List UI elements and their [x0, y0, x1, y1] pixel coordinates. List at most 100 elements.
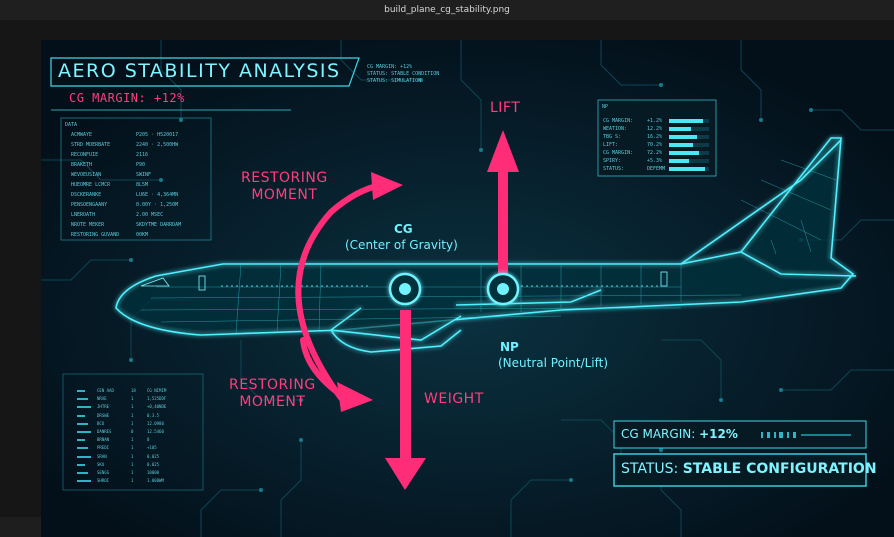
bottom-row-marker [77, 463, 85, 466]
bottom-row-marker [77, 390, 85, 392]
bottom-row-cell: 0.025 [147, 453, 160, 459]
cg-label: CG [394, 222, 413, 236]
bottom-row-cell: NRXE [97, 396, 107, 402]
bottom-row-cell: PREDI [97, 445, 110, 451]
restoring-bottom-line-1: RESTORING [229, 377, 316, 393]
stat-label: TBG S: [603, 134, 622, 140]
bottom-row-marker [77, 447, 88, 450]
data-row-value: 2240 · 2,500HW [136, 142, 179, 148]
stat-value: DEFEMM [647, 166, 666, 172]
bottom-row-cell: 1,525DDF [147, 396, 167, 402]
bottom-row-cell: 1 [131, 478, 134, 484]
bottom-row-cell: DRSWE [97, 412, 110, 418]
data-row-label: RECONFUIE [71, 152, 99, 158]
bottom-row-cell: 12.0980 [147, 420, 164, 426]
bottom-row-marker [77, 480, 91, 483]
bottom-row-cell: 1.008WM [147, 478, 164, 484]
restoring-bottom-arrowhead [337, 382, 373, 412]
bottom-row-cell: DANRES [97, 429, 112, 434]
stat-bar-fill [669, 159, 689, 163]
stat-label: SPIRY: [603, 158, 622, 164]
bottom-row-cell: CG NIMIM [147, 388, 167, 393]
stat-bar-track [669, 127, 709, 131]
bottom-row-cell: +105 [147, 445, 157, 451]
bottom-row-cell: 0 [131, 429, 134, 434]
stat-bar-track [669, 143, 709, 147]
stat-value: 12.2% [647, 126, 663, 132]
bottom-row-cell: +0,40NDE [147, 404, 167, 410]
bottom-row-cell: 1 [131, 420, 134, 426]
stat-bar-track [669, 135, 709, 139]
data-row-label: HUEOMRE LCMCR [71, 182, 111, 188]
stat-bar-track [669, 167, 709, 171]
status-readout-value: STABLE CONFIGURATION [682, 461, 877, 477]
lift-label: LIFT [490, 100, 521, 116]
bottom-row-cell: 1 [131, 404, 134, 410]
infographic-graphics [41, 40, 894, 537]
stat-bar-fill [669, 151, 699, 155]
stat-value: 72.2% [647, 150, 663, 156]
header-note-3: STATUS: SIMULATION [367, 78, 422, 84]
data-row-value: 2116 [136, 152, 149, 158]
title-frame [50, 57, 360, 87]
weight-arrow [385, 310, 426, 490]
bottom-row-marker [77, 406, 91, 409]
bottom-row-cell: 1 [131, 445, 134, 451]
data-row-value: SKDYTME DARRDAM [136, 222, 182, 228]
stat-label: WEATION: [603, 126, 628, 132]
bottom-row-cell: BCU [97, 420, 105, 426]
bottom-row-cell: 18 [131, 388, 136, 393]
stat-value: +5.3% [647, 158, 663, 164]
restoring-top-arrowhead [371, 172, 403, 200]
stat-bar-track [669, 159, 709, 163]
stat-value: 70.2% [647, 142, 663, 148]
data-row-label: PENSOENGAANY [71, 202, 108, 208]
data-row-value: 0.00Y · 1,250M [136, 202, 179, 208]
bottom-row-marker [77, 398, 88, 401]
stat-value: +1.2% [647, 118, 663, 124]
bottom-row-cell: 1 [131, 461, 134, 467]
data-row-label: RESTORING GUVAND [71, 232, 120, 238]
page-title: AERO STABILITY ANALYSIS [58, 60, 341, 82]
bottom-row-cell: 0 [147, 437, 150, 443]
data-row-label: STRD MOERBATE [71, 142, 111, 148]
cg-margin-panel-frame [613, 420, 867, 449]
fuselage-windows [140, 271, 668, 291]
bottom-row-cell: 12.5460 [147, 429, 164, 434]
stat-bar-fill [669, 135, 697, 139]
window-title: build_plane_cg_stability.png [384, 5, 510, 15]
stat-bar-track [669, 151, 709, 155]
cg-marker [388, 272, 422, 306]
data-row-label: LNEROATH [71, 212, 96, 218]
data-panel-frame [60, 117, 212, 241]
data-row-value: 2.00 MSEC [136, 212, 164, 218]
bottom-row-cell: SRAN [97, 453, 107, 459]
bottom-row-cell: JHTRE [97, 404, 110, 410]
np-marker [486, 272, 520, 306]
data-row-value: 00KM [136, 232, 149, 238]
bottom-row-cell: SKU [97, 461, 105, 467]
np-label: NP [500, 340, 519, 354]
bottom-row-marker [77, 422, 88, 425]
bottom-row-marker [77, 439, 85, 442]
bottom-row-marker [77, 431, 91, 433]
data-row-label: WEVOEUSIAN [71, 172, 102, 178]
data-row-value: LU6E · 4,364MN [136, 192, 179, 198]
bottom-row-marker [77, 472, 88, 474]
cg-margin-header: CG MARGIN: +12% [69, 91, 185, 105]
cg-margin-readout-label: CG MARGIN: [621, 427, 696, 441]
bottom-row-cell: 1 [131, 396, 134, 402]
infographic-image: AERO STABILITY ANALYSIS CG MARGIN: +12% … [41, 40, 894, 537]
restoring-bottom-line-2: MOMENT [239, 394, 306, 410]
restoring-moment-arrow [295, 182, 384, 401]
bottom-row-cell: 1 [131, 470, 134, 475]
stat-bar-track [669, 119, 709, 123]
stat-label: STATUS: [603, 166, 625, 172]
data-table-heading: DATA [65, 122, 78, 128]
data-row-label: NROTE MEKER [71, 222, 105, 228]
bottom-row-cell: CEN AAD [97, 388, 114, 393]
stat-bar-fill [669, 143, 693, 147]
bottom-row-cell: SENGS [97, 470, 110, 475]
image-viewer[interactable]: AERO STABILITY ANALYSIS CG MARGIN: +12% … [0, 20, 894, 537]
np-sublabel: (Neutral Point/Lift) [498, 356, 609, 370]
